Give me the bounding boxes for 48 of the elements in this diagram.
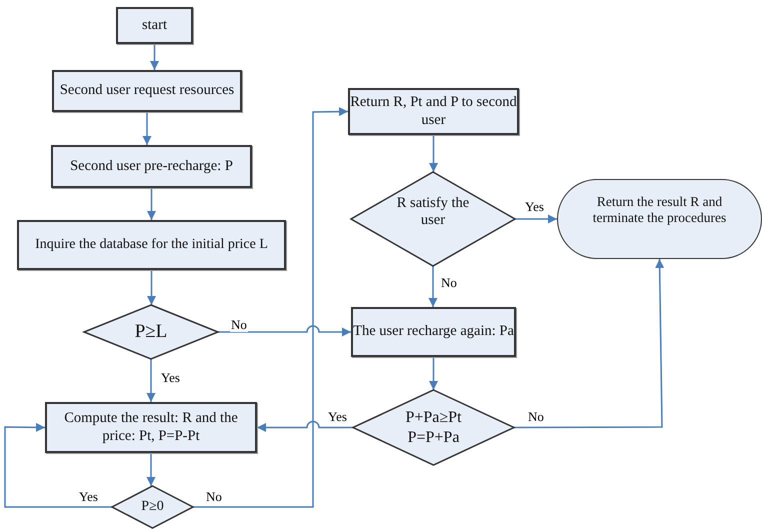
edge-label: No <box>205 490 223 504</box>
decision-diamond <box>351 172 515 266</box>
decision-diamond <box>84 305 218 359</box>
edge-label: No <box>440 276 458 290</box>
arrow <box>218 325 351 336</box>
arrow <box>515 214 557 224</box>
arrow <box>142 112 152 145</box>
decision-diamond <box>112 486 193 528</box>
node-text: Second user request resources <box>60 82 234 100</box>
process-box <box>51 145 252 188</box>
arrow <box>147 270 156 305</box>
node-text: The user recharge again: Pa <box>353 323 514 341</box>
terminal-shape <box>557 179 762 259</box>
arrow <box>429 357 438 390</box>
node-text: Return the result R and terminate the procedures <box>592 194 728 226</box>
node-text: Second user pre-recharge: P <box>70 158 233 176</box>
node-text: R satisfy the user <box>396 194 470 230</box>
process-box <box>351 307 516 357</box>
node-text: Inquire the database for the initial price L <box>35 236 268 254</box>
process-box <box>52 70 242 112</box>
arrow <box>257 420 353 432</box>
edge-label: No <box>230 318 248 332</box>
node-text: P≥L <box>134 320 168 344</box>
node-text: Return R, Pt and P to second user <box>350 94 517 129</box>
node-text: P+Pa≥Pt <box>405 408 462 428</box>
node-text: Compute the result: R and the price: Pt, P=P-Pt <box>63 410 239 445</box>
arrow <box>146 453 156 486</box>
node-text: P≥0 <box>141 498 164 516</box>
arrow <box>514 258 664 428</box>
arrow <box>193 107 348 508</box>
edge-label: Yes <box>524 200 545 214</box>
process-box <box>45 402 257 453</box>
arrow <box>146 359 156 402</box>
decision-diamond <box>353 390 514 465</box>
process-box <box>17 220 286 270</box>
arrow <box>428 266 438 307</box>
arrow <box>147 188 156 220</box>
arrow <box>150 44 159 70</box>
edge-label: No <box>527 410 545 424</box>
process-box <box>348 88 519 135</box>
process-box <box>116 7 193 44</box>
node-text: start <box>142 16 167 34</box>
arrow <box>429 135 438 172</box>
arrow <box>4 422 112 508</box>
edge-label: Yes <box>160 371 181 386</box>
node-text: P=P+Pa <box>408 428 460 447</box>
edge-label: Yes <box>327 410 348 424</box>
edge-label: Yes <box>78 490 99 504</box>
